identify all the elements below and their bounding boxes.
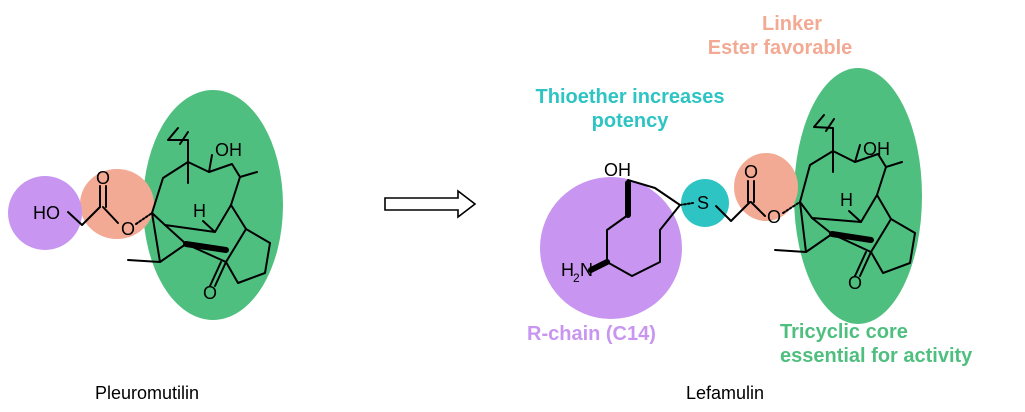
r-chain-label: R-chain (C14) — [527, 323, 656, 345]
linker-label: Linker Ester favorable — [660, 12, 900, 60]
thioether-label-line1: Thioether increases — [535, 86, 725, 108]
transformation-arrow — [384, 189, 477, 219]
pleuromutilin-caption: Pleuromutilin — [95, 383, 200, 403]
carbonyl-o-left: O — [96, 168, 110, 188]
thioether-label-line2: potency — [591, 110, 669, 132]
core-label-line2: essential for activity — [780, 345, 973, 367]
tricyclic-core-highlight-left — [143, 90, 283, 320]
r-chain-highlight-left — [8, 176, 82, 250]
oh-atom-left: OH — [215, 140, 242, 160]
pleuromutilin-structure: HO O O OH O H — [8, 90, 283, 320]
linker-label-line1: Linker — [761, 13, 823, 35]
lefamulin-caption: Lefamulin — [686, 383, 765, 403]
oh-atom-ring: OH — [604, 160, 631, 180]
r-chain-highlight-right — [540, 177, 682, 319]
sulfur-atom: S — [697, 193, 709, 213]
ketone-o-right: O — [848, 273, 862, 293]
thioether-highlight — [681, 179, 729, 227]
carbonyl-o-right: O — [744, 162, 758, 182]
h-atom-right: H — [840, 190, 853, 210]
linker-label-line2: Ester favorable — [707, 37, 853, 59]
oh-atom-right: OH — [863, 139, 890, 159]
core-label: Tricyclic core essential for activity — [780, 320, 1020, 368]
nh2-h-label: H — [561, 260, 574, 280]
ester-o-left: O — [121, 219, 135, 239]
thioether-label: Thioether increases potency — [500, 85, 760, 133]
core-label-line1: Tricyclic core — [780, 321, 908, 343]
linker-highlight-left — [80, 169, 154, 239]
ester-o-right: O — [767, 207, 781, 227]
linker-highlight-right — [734, 153, 798, 221]
nh2-subscript: 2 — [573, 271, 580, 285]
h-atom-left: H — [193, 201, 206, 221]
lefamulin-structure: OH H 2 N S O O OH O — [540, 68, 922, 324]
ho-atom-left: HO — [33, 203, 60, 223]
ketone-o-left: O — [203, 283, 217, 303]
nh2-n-label: N — [580, 260, 593, 280]
